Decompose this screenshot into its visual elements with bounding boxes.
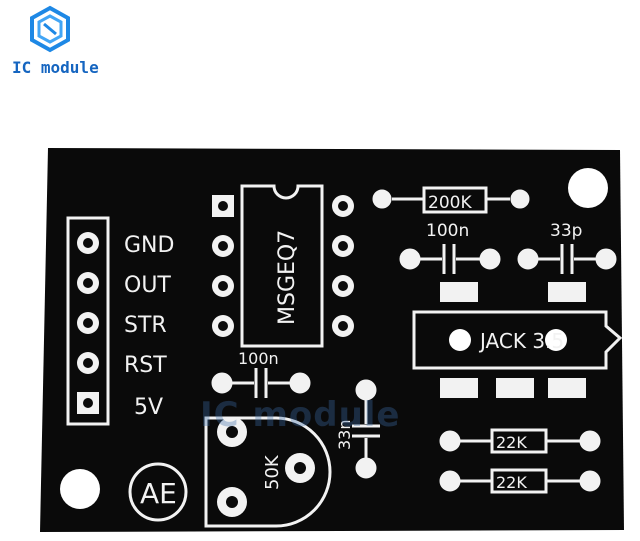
potentiometer-outline — [204, 416, 332, 528]
ic-outline — [240, 184, 324, 348]
capacitor-row-top — [399, 244, 617, 274]
smd-pads-bottom — [440, 378, 586, 398]
mounting-hole-bottom-left — [60, 469, 100, 509]
resistor-label-22k-2: 22K — [496, 473, 527, 492]
jack-label: JACK 3.5 — [478, 329, 564, 353]
resistor-200k — [372, 186, 530, 214]
resistor-22k-2 — [439, 468, 601, 494]
pin-label-out: OUT — [124, 273, 171, 298]
pin-label-gnd: GND — [124, 233, 174, 258]
board-outline — [40, 148, 624, 532]
resistor-label-22k-1: 22K — [496, 433, 527, 452]
ic-label: MSGEQ7 — [275, 230, 300, 325]
capacitor-mid — [211, 368, 311, 398]
capacitor-vertical — [352, 379, 380, 479]
brand-name: IC module — [12, 58, 99, 77]
resistor-22k-1 — [439, 428, 601, 454]
pin-label-rst: RST — [124, 353, 167, 378]
smd-pads-top — [440, 282, 586, 302]
ae-logo-text: AE — [140, 477, 177, 510]
ae-logo-circle — [128, 462, 188, 522]
pin-label-5v: 5V — [134, 395, 163, 420]
mounting-hole-top-right — [568, 168, 608, 208]
pin-label-str: STR — [124, 313, 167, 338]
hexagon-logo-icon — [30, 5, 70, 53]
cap-label-33n: 33n — [335, 420, 354, 451]
cap-label-33p: 33p — [550, 221, 582, 241]
potentiometer-label: 50K — [262, 454, 283, 490]
pin-header-outline — [66, 216, 110, 426]
resistor-label-200k: 200K — [428, 193, 472, 213]
header-pins — [77, 232, 99, 414]
cap-label-100n-top: 100n — [426, 221, 469, 241]
cap-label-100n-mid: 100n — [238, 349, 279, 368]
watermark-text: IC module — [200, 395, 401, 435]
jack-outline — [412, 310, 623, 370]
